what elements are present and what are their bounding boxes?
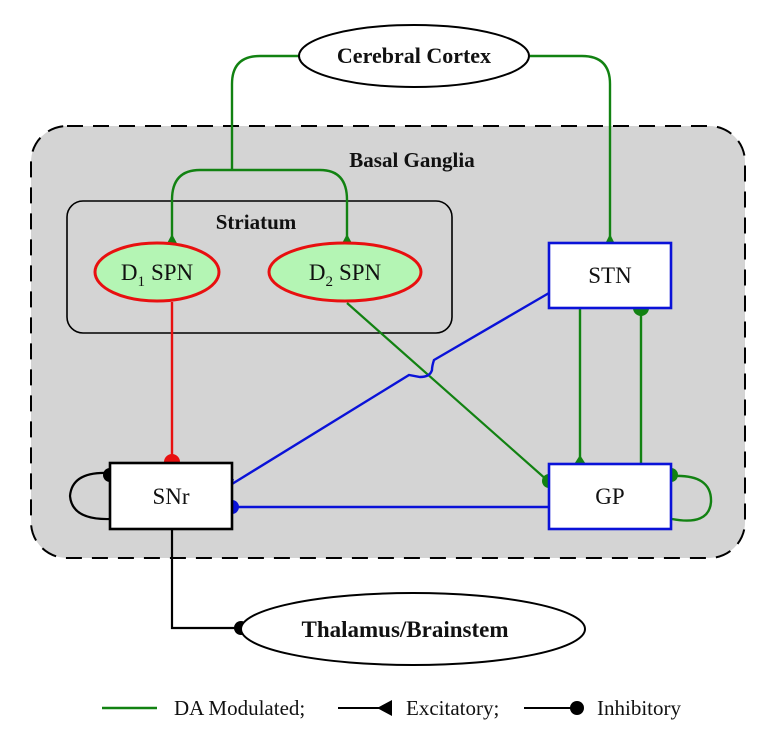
- d2-to-gp-line: [346, 302, 549, 482]
- d1-subscript: 1: [137, 274, 145, 290]
- d2-letter: D: [309, 260, 326, 285]
- thalamus-brainstem-label: Thalamus/Brainstem: [301, 617, 508, 642]
- d2-spn-node[interactable]: D2 SPN: [267, 241, 423, 303]
- legend-excitatory-arrow-icon: [377, 700, 392, 716]
- snr-self-loop: [68, 471, 111, 521]
- cortex-to-stn-path: [530, 54, 612, 240]
- d2-subscript: 2: [325, 274, 333, 290]
- gp-self-loop: [671, 474, 713, 522]
- snr-to-thalamus-path: [170, 530, 240, 630]
- snr-label: SNr: [152, 484, 189, 509]
- d2-name: SPN: [339, 260, 382, 285]
- legend-inhibitory-label: Inhibitory: [597, 696, 681, 720]
- stn-to-snr-path: [231, 291, 550, 486]
- d1-spn-node[interactable]: D1 SPN: [93, 241, 221, 303]
- legend-excitatory-label: Excitatory;: [406, 696, 499, 720]
- basal-ganglia-title: Basal Ganglia: [349, 148, 475, 172]
- d1-name: SPN: [151, 260, 194, 285]
- d1-letter: D: [121, 260, 138, 285]
- cortex-to-striatum-path: [170, 54, 349, 240]
- stn-label: STN: [588, 263, 632, 288]
- cerebral-cortex-node[interactable]: Cerebral Cortex: [298, 24, 530, 88]
- snr-node[interactable]: SNr: [108, 461, 234, 531]
- legend: DA Modulated; Excitatory; Inhibitory: [102, 696, 681, 720]
- cerebral-cortex-label: Cerebral Cortex: [337, 43, 491, 68]
- thalamus-brainstem-node[interactable]: Thalamus/Brainstem: [240, 592, 586, 666]
- gp-node[interactable]: GP: [547, 462, 673, 531]
- legend-inhibitory-dot-icon: [570, 701, 584, 715]
- stn-node[interactable]: STN: [547, 241, 673, 310]
- legend-da-label: DA Modulated;: [174, 696, 305, 720]
- gp-label: GP: [595, 484, 624, 509]
- striatum-title: Striatum: [216, 210, 297, 234]
